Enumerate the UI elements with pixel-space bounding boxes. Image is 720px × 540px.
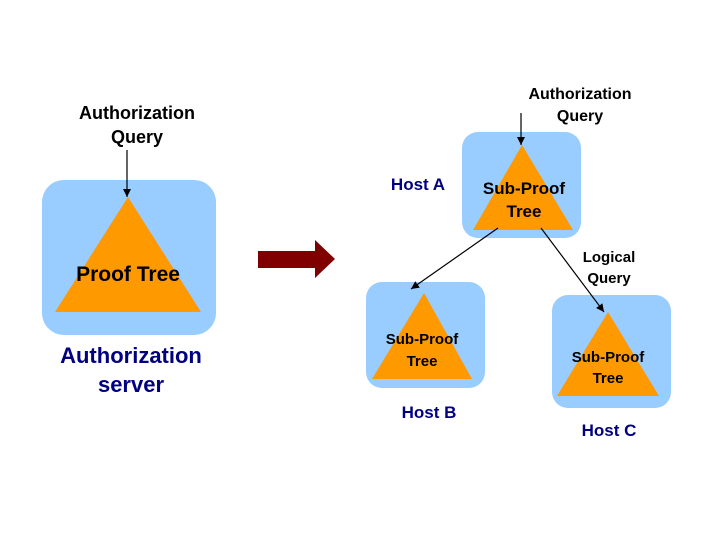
host-a-triangle — [473, 145, 573, 230]
server-label-line-1: Authorization — [60, 343, 202, 368]
host-b-tree-line-1: Sub-Proof — [386, 331, 459, 348]
host-b-triangle — [372, 293, 472, 379]
host-c-triangle — [557, 312, 659, 396]
host-a-label: Host A — [391, 175, 445, 194]
host-b-label: Host B — [402, 403, 457, 422]
right-query-line-1: Authorization — [528, 86, 631, 103]
logical-query-line-2: Query — [587, 270, 631, 287]
logical-query-line-1: Logical — [583, 249, 636, 266]
transition-arrow — [258, 240, 335, 278]
host-a-tree-line-2: Tree — [507, 202, 542, 221]
server-label-line-2: server — [98, 372, 165, 397]
host-a-to-c-arrow — [540, 227, 605, 313]
right-query-label: Authorization Query — [528, 86, 631, 125]
host-c-tree-line-1: Sub-Proof — [572, 349, 645, 366]
left-query-label: Authorization Query — [79, 103, 195, 147]
right-query-line-2: Query — [557, 108, 603, 125]
left-query-line-2: Query — [111, 127, 163, 147]
host-c-label: Host C — [582, 421, 637, 440]
host-b-tree-line-2: Tree — [407, 353, 438, 370]
host-a-tree-line-1: Sub-Proof — [483, 179, 565, 198]
left-query-line-1: Authorization — [79, 103, 195, 123]
host-a-to-b-arrow — [410, 227, 499, 290]
proof-tree-label: Proof Tree — [76, 263, 180, 286]
host-c-tree-line-2: Tree — [593, 370, 624, 387]
proof-tree-triangle — [55, 197, 201, 312]
